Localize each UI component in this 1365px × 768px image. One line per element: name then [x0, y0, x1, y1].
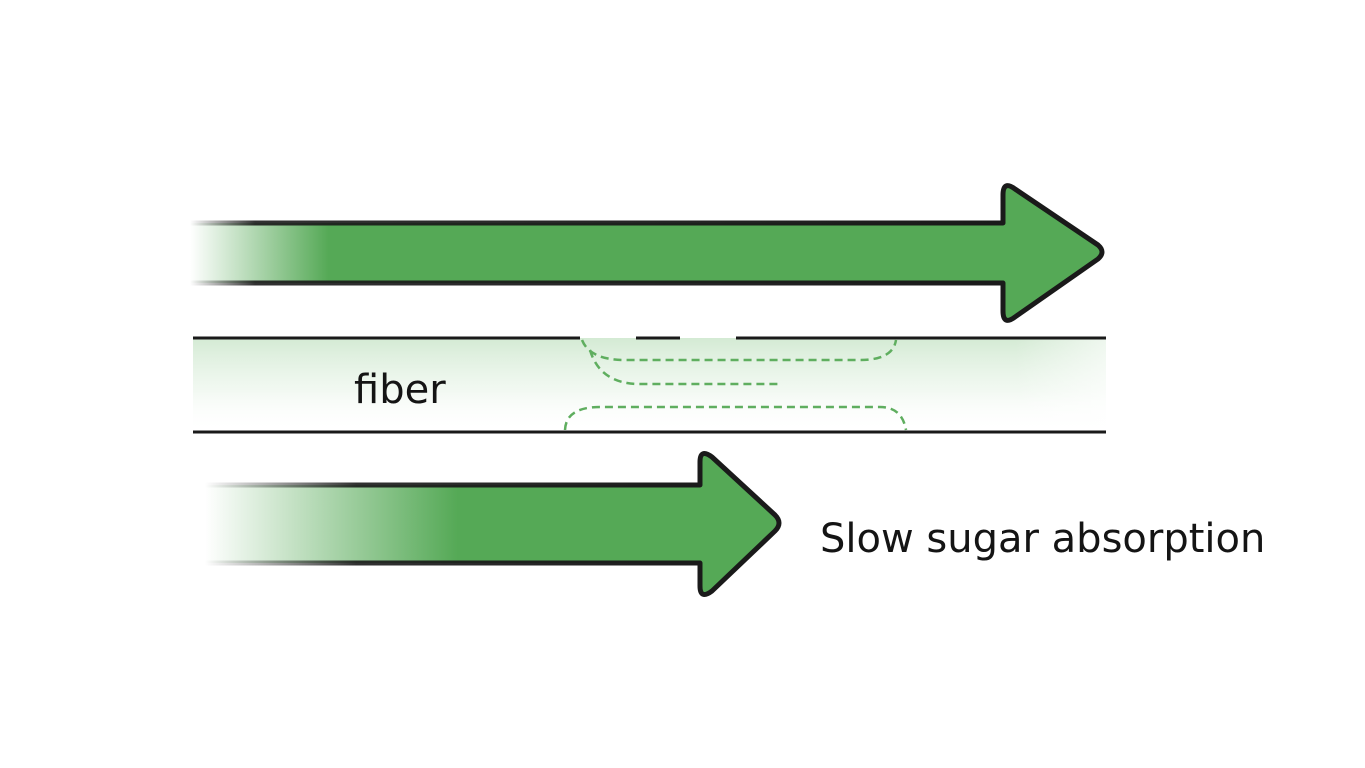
- fiber-channel: fiber: [193, 336, 1106, 434]
- dashed-flow-path-2: [588, 349, 780, 386]
- top-arrow: [190, 183, 1105, 323]
- top-arrow-body: [190, 185, 1102, 321]
- bottom-arrow-outline: [205, 451, 782, 597]
- bottom-arrow: [205, 451, 782, 597]
- bottom-arrow-body: [205, 453, 779, 595]
- top-arrow-outline: [190, 183, 1105, 323]
- outcome-label: Slow sugar absorption: [820, 516, 1265, 562]
- fiber-channel-fade: [193, 338, 1106, 432]
- dashed-flow-path-3: [563, 405, 908, 431]
- fiber-label: fiber: [354, 367, 446, 413]
